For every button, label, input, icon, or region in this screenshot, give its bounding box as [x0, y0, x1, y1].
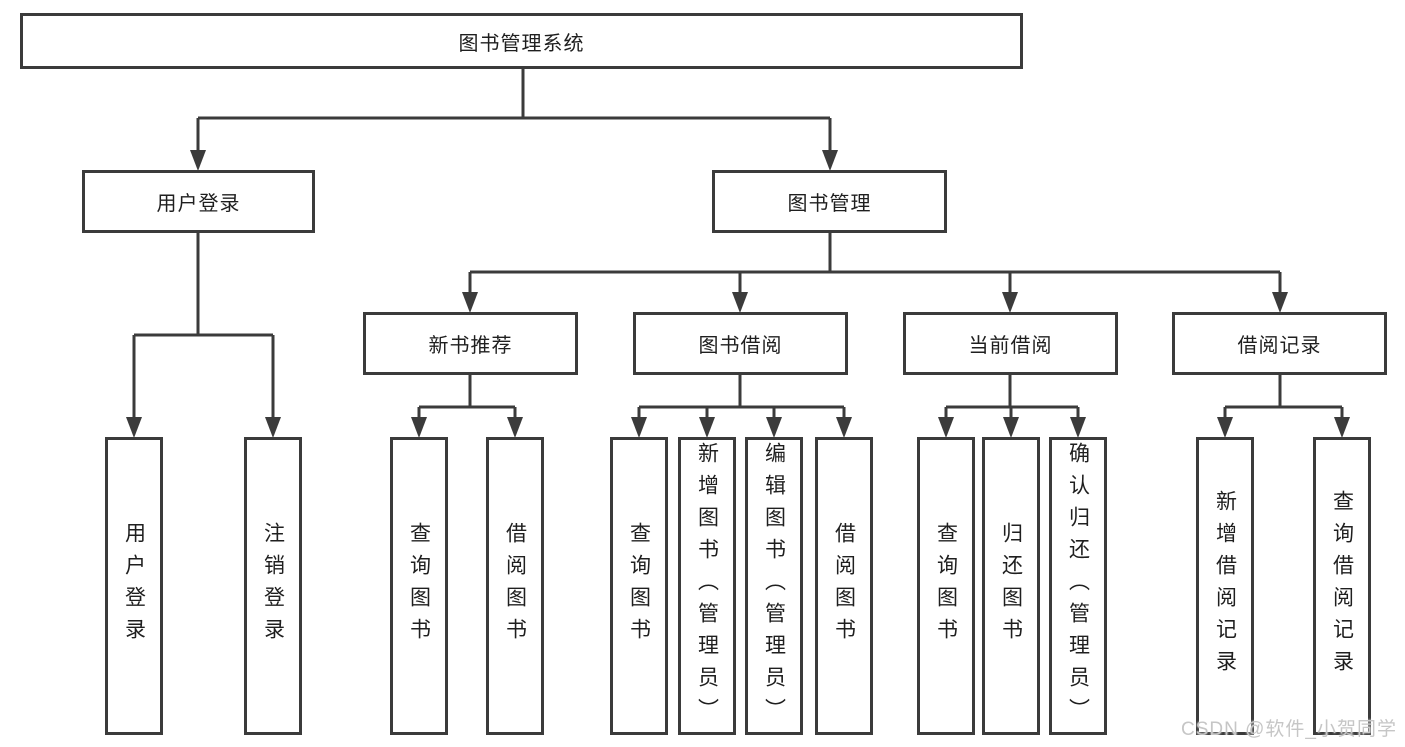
- node-label: 图书管理系统: [458, 32, 585, 55]
- node-label: 图书管理: [787, 193, 872, 215]
- leaf-bb-edit-books-admin: 编辑图书（管理员）: [745, 437, 803, 735]
- connector-book-borrow: [631, 375, 852, 438]
- connector-book-management: [462, 233, 1288, 313]
- node-current-borrow: 当前借阅: [903, 312, 1118, 375]
- arrow-down-icon: [631, 417, 647, 438]
- node-user-login: 用户登录: [82, 170, 315, 233]
- node-label: 借阅图书: [503, 522, 527, 650]
- node-label: 用户登录: [156, 193, 241, 215]
- node-label: 新增借阅记录: [1213, 490, 1237, 682]
- leaf-nbr-query-books: 查询图书: [390, 437, 448, 735]
- node-label: 查询图书: [407, 522, 431, 650]
- connector-current-borrow: [938, 375, 1086, 438]
- leaf-cb-query-books: 查询图书: [917, 437, 975, 735]
- node-label: 新书推荐: [428, 335, 513, 357]
- arrow-down-icon: [766, 417, 782, 438]
- node-label: 借阅图书: [832, 522, 856, 650]
- connector-borrow-records: [1217, 375, 1350, 438]
- node-label: 查询图书: [934, 522, 958, 650]
- leaf-br-query-record: 查询借阅记录: [1313, 437, 1371, 735]
- arrow-down-icon: [822, 150, 838, 171]
- leaf-nbr-borrow-books: 借阅图书: [486, 437, 544, 735]
- arrow-down-icon: [265, 417, 281, 438]
- arrow-down-icon: [126, 417, 142, 438]
- leaf-cb-confirm-return-admin: 确认归还（管理员）: [1049, 437, 1107, 735]
- node-label: 注销登录: [261, 522, 285, 650]
- node-label: 查询借阅记录: [1330, 490, 1354, 682]
- arrow-down-icon: [462, 292, 478, 313]
- node-book-borrow: 图书借阅: [633, 312, 848, 375]
- leaf-cb-return-books: 归还图书: [982, 437, 1040, 735]
- arrow-down-icon: [411, 417, 427, 438]
- node-label: 确认归还（管理员）: [1066, 442, 1090, 730]
- arrow-down-icon: [699, 417, 715, 438]
- arrow-down-icon: [1334, 417, 1350, 438]
- connector-user-login: [126, 233, 281, 438]
- arrow-down-icon: [836, 417, 852, 438]
- node-label: 当前借阅: [968, 335, 1053, 357]
- csdn-watermark: CSDN @软件_小贺同学: [1181, 719, 1397, 740]
- arrow-down-icon: [1217, 417, 1233, 438]
- arrow-down-icon: [190, 150, 206, 171]
- node-label: 查询图书: [627, 522, 651, 650]
- arrow-down-icon: [938, 417, 954, 438]
- connector-new-book-recommend: [411, 375, 523, 438]
- node-label: 新增图书（管理员）: [695, 442, 719, 730]
- leaf-bb-query-books: 查询图书: [610, 437, 668, 735]
- node-label: 借阅记录: [1237, 335, 1322, 357]
- node-label: 编辑图书（管理员）: [762, 442, 786, 730]
- node-label: 用户登录: [122, 522, 146, 650]
- node-borrow-records: 借阅记录: [1172, 312, 1387, 375]
- leaf-bb-add-books-admin: 新增图书（管理员）: [678, 437, 736, 735]
- arrow-down-icon: [1070, 417, 1086, 438]
- leaf-bb-borrow-books: 借阅图书: [815, 437, 873, 735]
- connector-root: [190, 69, 838, 171]
- arrow-down-icon: [507, 417, 523, 438]
- node-root: 图书管理系统: [20, 13, 1023, 69]
- arrow-down-icon: [1002, 292, 1018, 313]
- leaf-logout: 注销登录: [244, 437, 302, 735]
- node-book-management: 图书管理: [712, 170, 947, 233]
- arrow-down-icon: [732, 292, 748, 313]
- node-label: 归还图书: [999, 522, 1023, 650]
- leaf-user-login: 用户登录: [105, 437, 163, 735]
- node-new-book-recommend: 新书推荐: [363, 312, 578, 375]
- leaf-br-add-record: 新增借阅记录: [1196, 437, 1254, 735]
- node-label: 图书借阅: [698, 335, 783, 357]
- arrow-down-icon: [1272, 292, 1288, 313]
- arrow-down-icon: [1003, 417, 1019, 438]
